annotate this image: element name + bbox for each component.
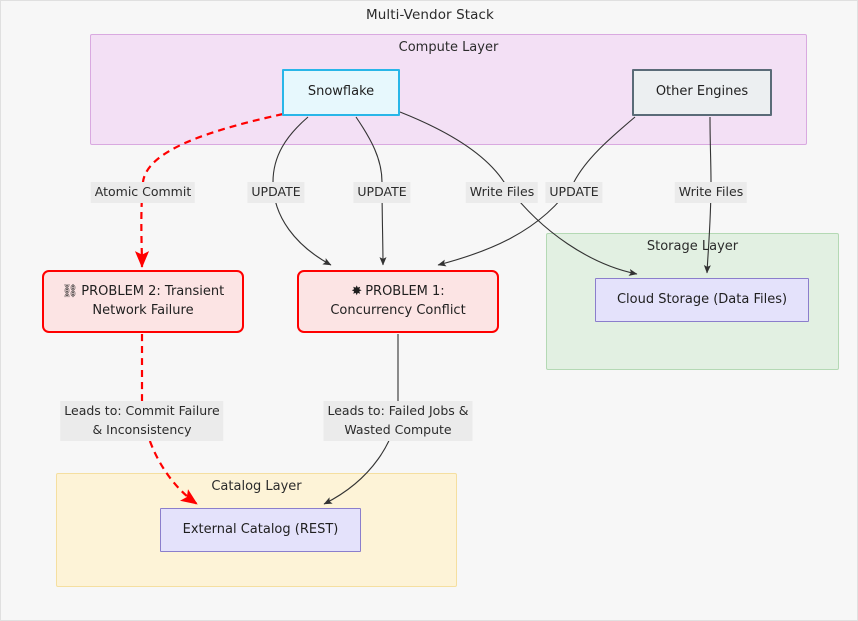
edge-label-update-1: UPDATE [247, 182, 305, 203]
edge-label-write-files-2: Write Files [674, 182, 748, 203]
broken-chain-icon: ⛓ [61, 283, 79, 299]
node-other-engines-label: Other Engines [655, 84, 749, 100]
subgraph-title-catalog-layer: Catalog Layer [211, 479, 302, 494]
node-problem-2-label: PROBLEM 2: Transient Network Failure [81, 283, 225, 318]
subgraph-title-storage-layer: Storage Layer [646, 239, 739, 254]
node-problem-1-label: PROBLEM 1: Concurrency Conflict [330, 283, 466, 318]
node-other-engines[interactable]: Other Engines [632, 69, 772, 116]
edge-label-update-2: UPDATE [353, 182, 411, 203]
sparkle-star-icon: ✸ [351, 283, 363, 299]
edge-label-leads-to-commit-failure: Leads to: Commit Failure & Inconsistency [60, 401, 224, 441]
node-external-catalog-label: External Catalog (REST) [182, 521, 339, 537]
page-title: Multi-Vendor Stack [366, 7, 494, 23]
node-problem-2[interactable]: ⛓PROBLEM 2: Transient Network Failure [42, 270, 244, 333]
edge-label-leads-to-failed-jobs: Leads to: Failed Jobs & Wasted Compute [323, 401, 473, 441]
edge-label-write-files-1: Write Files [465, 182, 539, 203]
subgraph-title-compute-layer: Compute Layer [398, 40, 499, 55]
node-problem-2-text: ⛓PROBLEM 2: Transient Network Failure [62, 283, 224, 321]
edge-label-update-3: UPDATE [545, 182, 603, 203]
node-snowflake-label: Snowflake [307, 84, 375, 100]
node-cloud-storage-label: Cloud Storage (Data Files) [616, 291, 788, 307]
node-external-catalog[interactable]: External Catalog (REST) [160, 508, 361, 552]
node-problem-1[interactable]: ✸PROBLEM 1: Concurrency Conflict [297, 270, 499, 333]
node-snowflake[interactable]: Snowflake [282, 69, 400, 116]
node-cloud-storage[interactable]: Cloud Storage (Data Files) [595, 278, 809, 322]
edge-label-atomic-commit: Atomic Commit [90, 182, 196, 203]
node-problem-1-text: ✸PROBLEM 1: Concurrency Conflict [330, 283, 465, 321]
